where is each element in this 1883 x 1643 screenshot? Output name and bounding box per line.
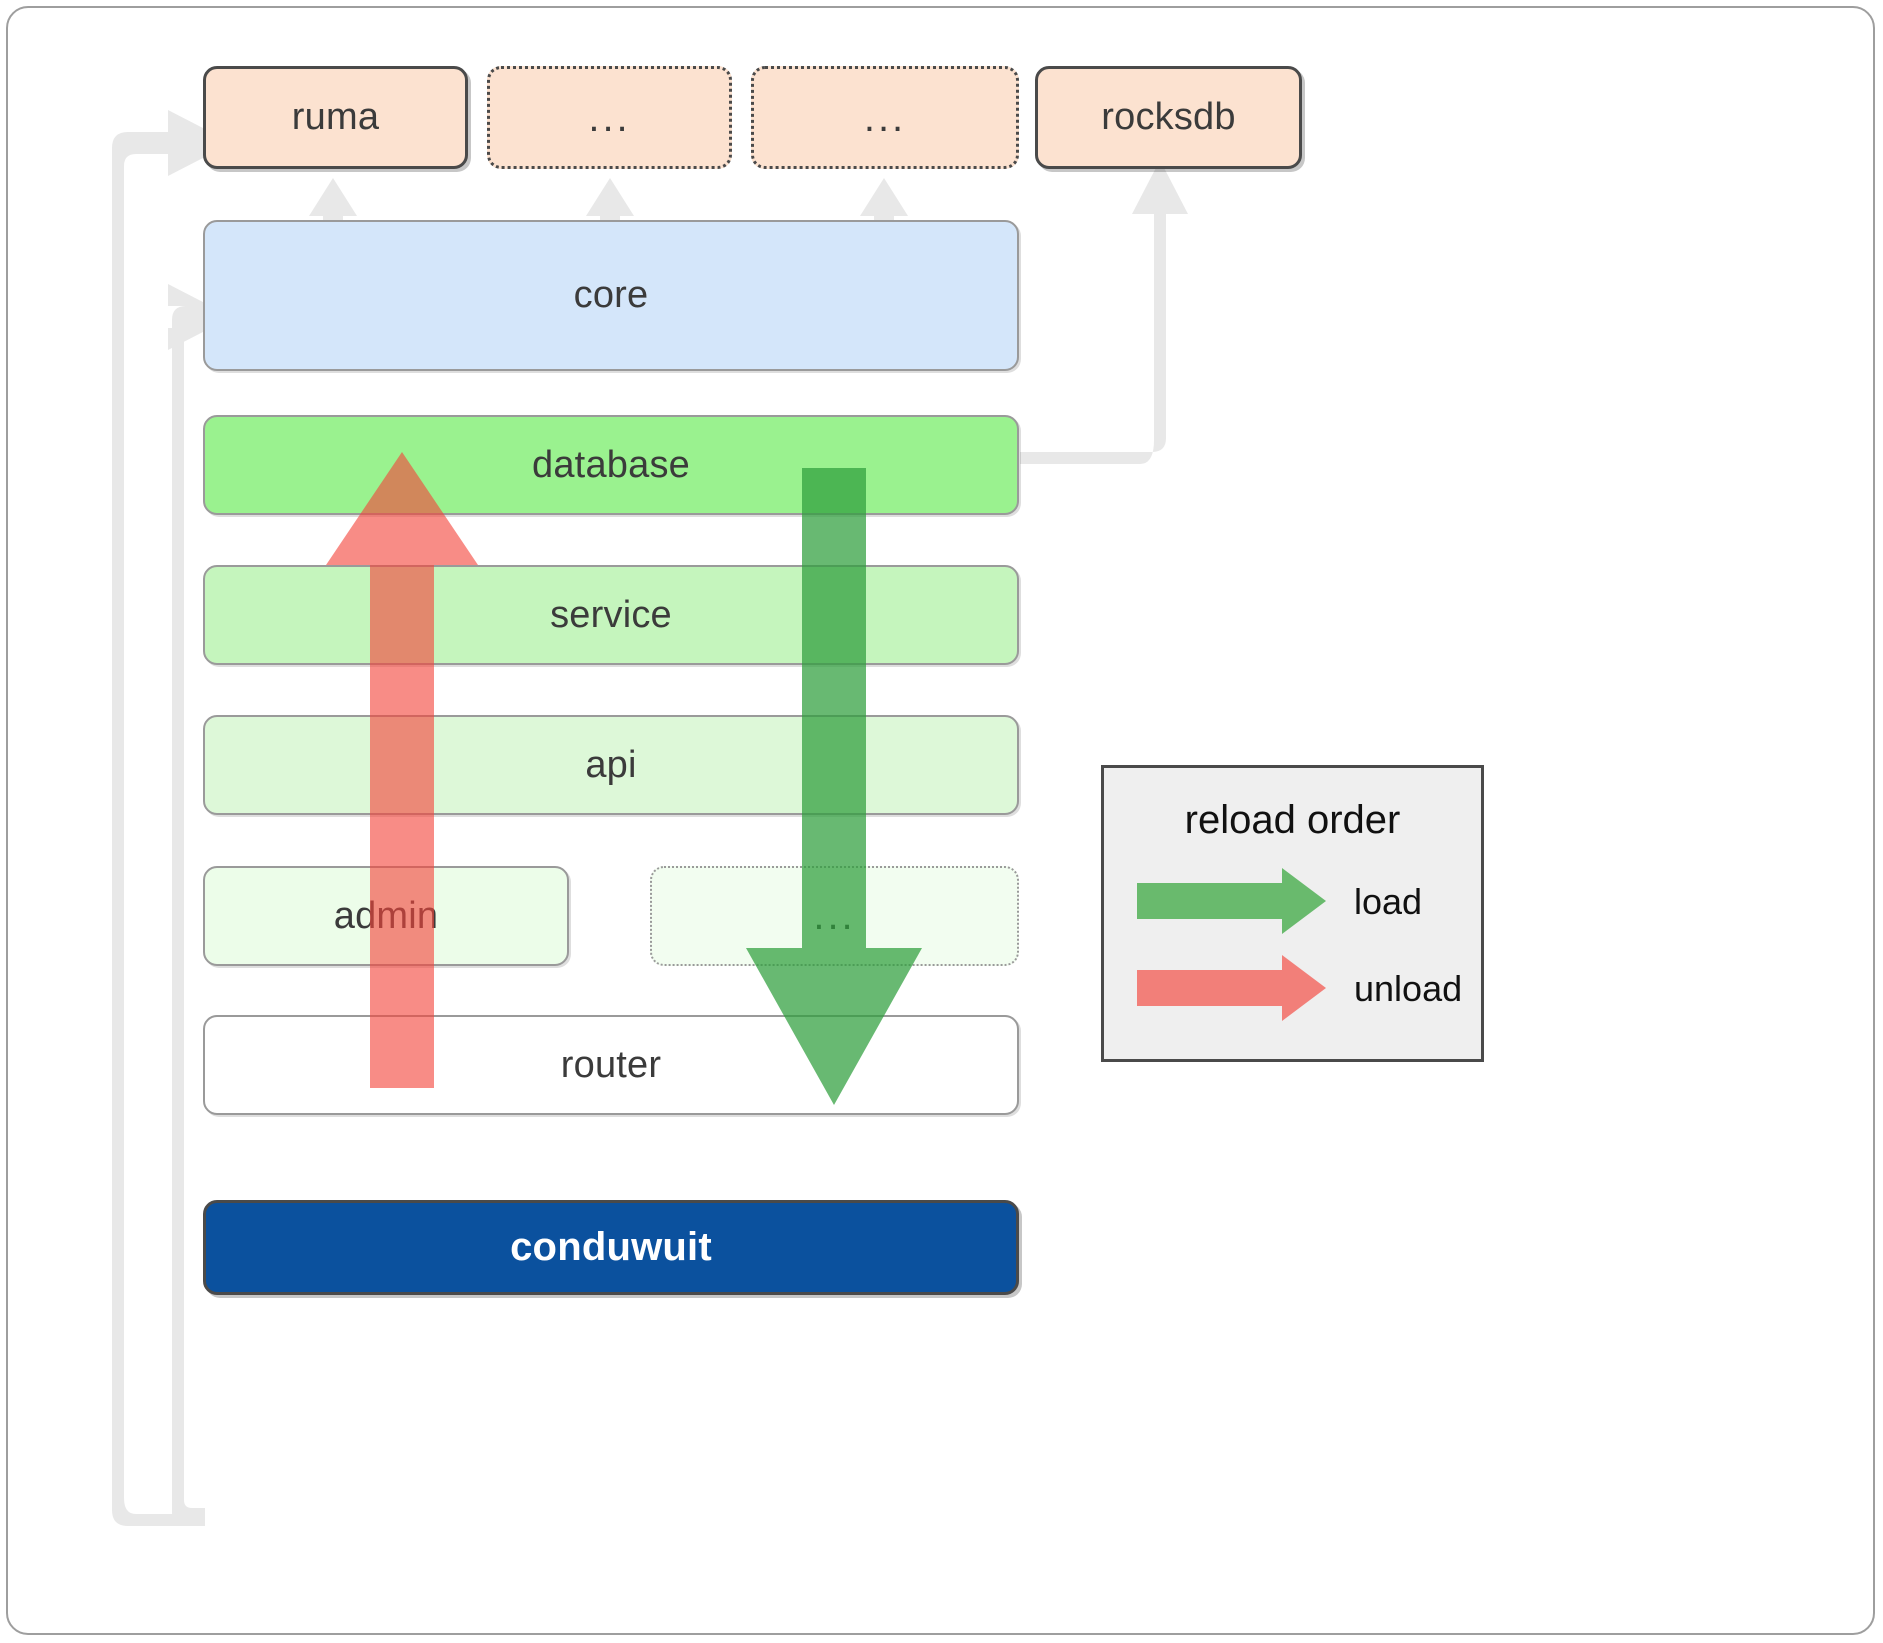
- legend-label-load: load: [1354, 881, 1423, 922]
- arrow-core-to-ruma: [309, 178, 357, 226]
- legend-label-unload: unload: [1354, 968, 1463, 1009]
- legend-arrows: [1137, 868, 1326, 1021]
- connector-conduwuit-to-ruma: [112, 110, 232, 1526]
- legend-unload-arrow-icon: [1137, 955, 1326, 1021]
- connector-database-to-rocksdb: [1020, 160, 1188, 464]
- load-flow-arrow: [746, 468, 922, 1105]
- legend-load-arrow-icon: [1137, 868, 1326, 934]
- connector-conduwuit-to-core: [168, 284, 232, 1526]
- legend-panel: reload order load unload: [1101, 765, 1484, 1062]
- node-api[interactable]: api: [203, 715, 1019, 815]
- arrow-core-to-ext1: [586, 178, 634, 226]
- unload-flow-arrow: [326, 452, 478, 1088]
- legend-title: reload order: [1184, 798, 1401, 842]
- arrow-core-to-ext2: [860, 178, 908, 226]
